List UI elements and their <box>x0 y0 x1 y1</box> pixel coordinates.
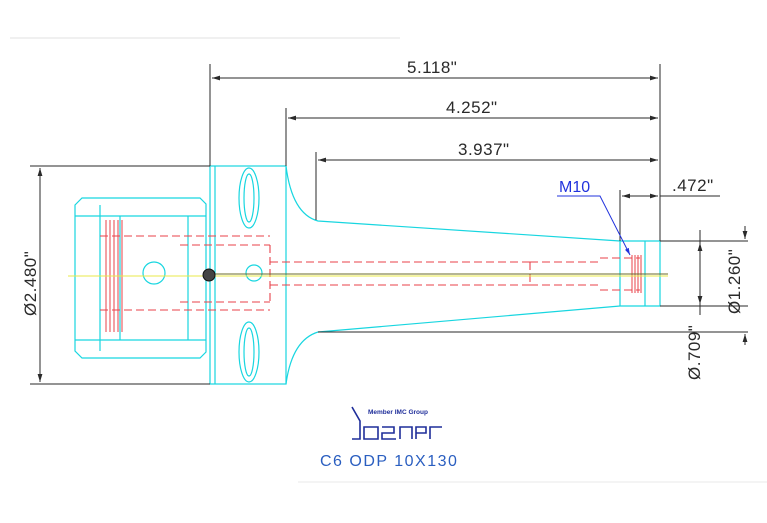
dim-nose-diameter: Ø.709" <box>685 325 704 380</box>
dimension-lines <box>30 64 748 385</box>
iscar-logo: Member IMC Group <box>351 406 442 440</box>
thread-callout-label: M10 <box>559 179 590 196</box>
dim-length-short: 3.937" <box>458 140 510 159</box>
dim-end-length: .472" <box>672 176 714 195</box>
thread-callout-leader <box>557 195 631 256</box>
dim-length-mid: 4.252" <box>446 98 498 117</box>
part-code: C6 ODP 10X130 <box>320 453 458 470</box>
hidden-internal-features <box>100 235 640 311</box>
dim-tip-diameter: Ø1.260" <box>725 249 744 314</box>
part-outline <box>74 165 661 385</box>
dim-flange-diameter: Ø2.480" <box>21 251 40 316</box>
logo-tagline: Member IMC Group <box>368 409 428 416</box>
gauge-point-marker <box>202 268 216 282</box>
dim-overall-length: 5.118" <box>407 58 457 77</box>
